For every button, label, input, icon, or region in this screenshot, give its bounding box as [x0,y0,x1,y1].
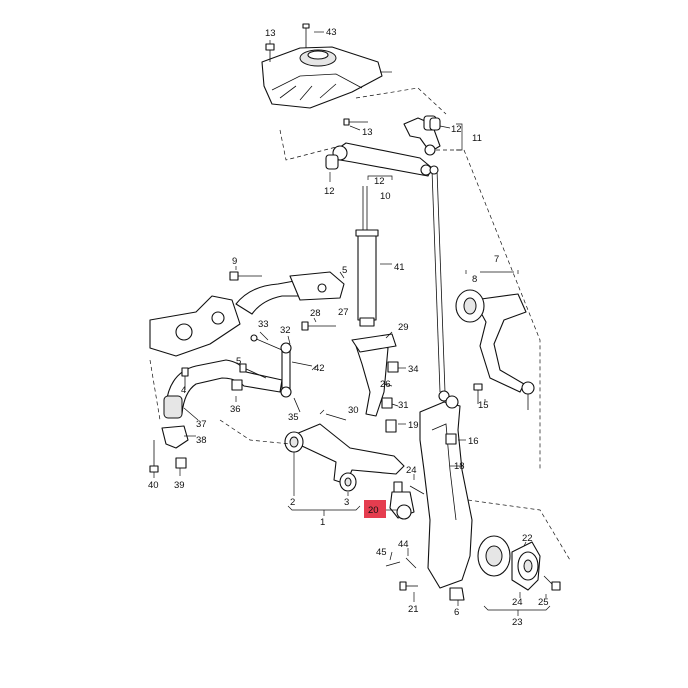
label-35: 35 [288,412,299,423]
bolt-part-21[interactable] [399,581,418,591]
bushing-part-3[interactable] [339,472,357,492]
bolt-part-35[interactable] [293,397,301,413]
washer-part-6[interactable] [449,587,465,601]
washer-part-19[interactable] [385,419,397,433]
upper-arm-part-7[interactable] [473,293,535,410]
bolt-part-42[interactable] [291,361,313,367]
stabilizer-link-part-14[interactable] [429,165,450,402]
nut-part-36[interactable] [231,379,243,391]
bolt-part-45[interactable] [385,561,401,567]
label-7: 7 [494,254,499,265]
label-18: 18 [454,461,465,472]
bolt-part-5[interactable] [239,363,267,379]
label-12-left: 12 [324,186,335,197]
label-20: 20 [368,505,379,516]
leader-lines [153,31,551,616]
label-25: 25 [538,597,549,608]
label-28: 28 [310,308,321,319]
bolt-part-29[interactable] [385,331,393,339]
bolt-part-25[interactable] [543,575,561,591]
subframe-bracket-part-37[interactable] [149,295,241,357]
label-8: 8 [472,274,477,285]
nut-part-16[interactable] [445,433,457,445]
wheel-bearing-part-22[interactable] [477,535,511,577]
dashed-grouping-lines [149,87,571,561]
bushing-part-12-upper[interactable] [325,154,339,170]
label-19: 19 [408,420,419,431]
bracket-part-27[interactable] [289,271,345,301]
label-21: 21 [408,604,419,615]
label-32: 32 [280,325,291,336]
label-23: 23 [512,617,523,628]
bolt-part-13-mid[interactable] [343,118,368,126]
label-4: 4 [181,385,186,396]
bolt-part-15[interactable] [473,383,483,404]
clamp-part-38[interactable] [161,425,189,449]
label-27: 27 [338,307,349,318]
label-5-lower: 5 [236,356,241,367]
label-34: 34 [408,364,419,375]
label-6: 6 [454,607,459,618]
stabilizer-link-part-32[interactable] [280,342,292,398]
label-31: 31 [398,400,409,411]
label-24-lower: 24 [512,597,523,608]
label-36: 36 [230,404,241,415]
nut-part-34[interactable] [387,361,399,373]
label-22: 22 [522,533,533,544]
bolt-part-24-upper[interactable] [409,485,425,495]
bolt-part-43[interactable] [302,23,310,48]
label-24-upper: 24 [406,465,417,476]
wheel-hub-part-24[interactable] [511,541,541,591]
bolt-part-28[interactable] [301,321,336,331]
label-30: 30 [348,405,359,416]
steering-knuckle-part-18[interactable] [419,395,473,589]
label-42: 42 [314,363,325,374]
bushing-part-2[interactable] [284,431,304,453]
bolt-part-30[interactable] [325,413,347,421]
bolt-part-4[interactable] [181,367,189,390]
part-labels: 43 13 13 12 11 12 10 12 7 8 9 5 41 33 32… [148,27,549,628]
label-13-mid: 13 [362,127,373,138]
label-39: 39 [174,480,185,491]
label-45: 45 [376,547,387,558]
label-29: 29 [398,322,409,333]
label-38: 38 [196,435,207,446]
label-16: 16 [468,436,479,447]
label-37: 37 [196,419,207,430]
label-3: 3 [344,497,349,508]
label-10: 10 [380,191,391,202]
label-12-mid: 12 [374,176,385,187]
label-1: 1 [320,517,325,528]
label-2: 2 [290,497,295,508]
label-33: 33 [258,319,269,330]
bolt-part-9[interactable] [229,271,262,281]
label-5-upper: 5 [342,265,347,276]
bolt-part-44[interactable] [405,557,417,569]
label-15: 15 [478,400,489,411]
ball-joint-part-20[interactable] [389,481,415,520]
label-44: 44 [398,539,409,550]
bushing-part-12-right[interactable] [429,117,441,131]
label-40: 40 [148,480,159,491]
lower-control-arm-part-1[interactable] [295,423,405,485]
nut-part-39[interactable] [175,457,187,469]
label-12-right: 12 [451,124,462,135]
strut-mount-part-17[interactable] [261,46,383,109]
label-13-top: 13 [265,28,276,39]
nut-part-31[interactable] [381,397,393,409]
bushing-part-8[interactable] [455,289,485,323]
shock-absorber-part-41[interactable] [355,186,379,327]
label-43: 43 [326,27,337,38]
highlight-box-part-20 [364,500,386,518]
label-41: 41 [394,262,405,273]
strut-fork-part-26[interactable] [351,333,397,417]
label-26: 26 [380,379,391,390]
bolt-part-40[interactable] [149,440,159,473]
upper-control-arm-part-10[interactable] [332,142,433,177]
label-11: 11 [472,133,482,144]
label-9: 9 [232,256,237,267]
link-part-33[interactable] [250,334,283,351]
